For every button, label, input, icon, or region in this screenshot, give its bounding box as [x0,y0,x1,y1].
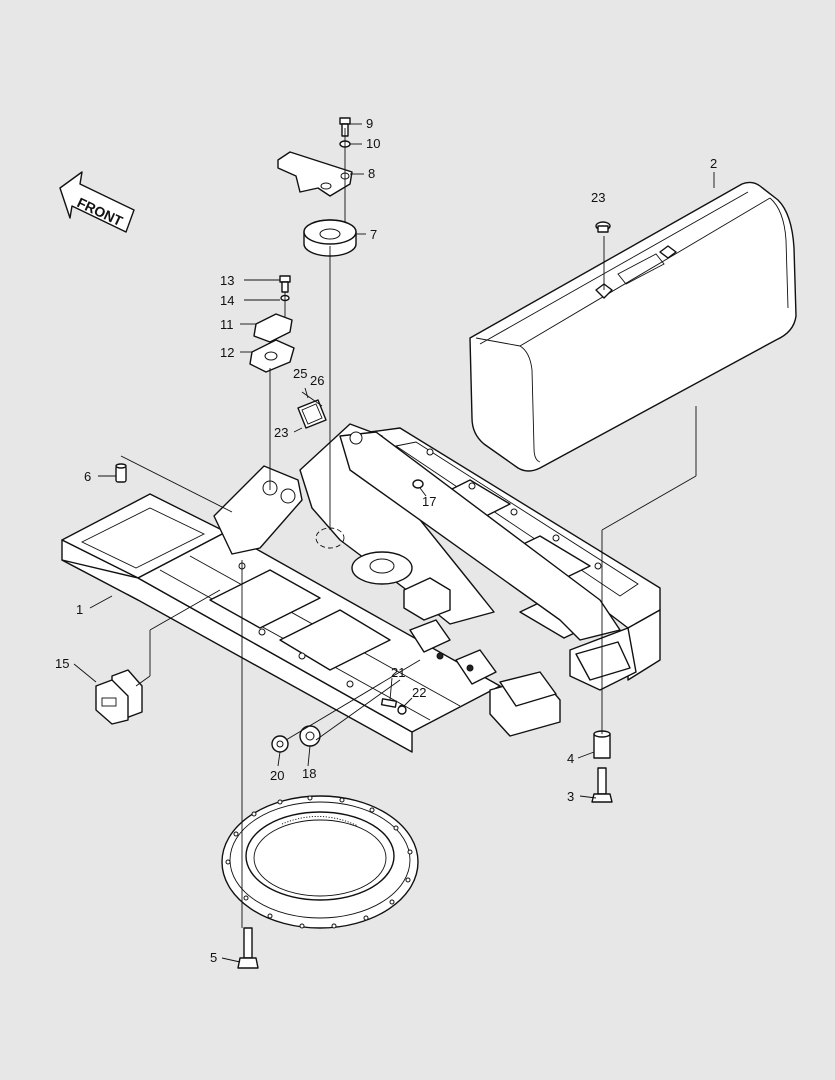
main-frame [61,423,661,753]
bushing-20 [271,735,289,753]
assembly-lines [120,128,697,928]
callout-4: 4 [567,751,574,766]
callout-3: 3 [567,789,574,804]
callout-12: 12 [220,345,234,360]
callout-11: 11 [220,317,234,332]
callout-14: 14 [220,293,234,308]
callout-leaders [73,123,715,963]
callout-24: 23 [274,425,288,440]
callout-labels: 9 10 8 7 2 23 13 14 11 12 25 26 23 6 17 … [55,116,717,965]
callout-18: 18 [302,766,316,781]
bracket-24 [297,399,327,429]
bolt-13 [279,275,291,293]
plate-8 [277,151,353,197]
callout-20: 20 [270,768,284,783]
callout-7: 7 [370,227,377,242]
callout-23: 23 [591,190,605,205]
callout-15: 15 [55,656,69,671]
bolt-3 [591,767,613,803]
callout-10: 10 [366,136,380,151]
callout-1: 1 [76,602,83,617]
cap-23 [595,221,611,233]
front-arrow-icon: FRONT [59,171,135,233]
callout-5: 5 [210,950,217,965]
callout-22: 22 [412,685,426,700]
callout-13: 13 [220,273,234,288]
nut-22 [397,705,407,715]
bushing-18 [299,725,321,747]
callout-25: 25 [293,366,307,381]
callout-21: 21 [391,665,405,680]
swing-bearing [221,795,419,929]
pin-6 [115,463,127,483]
sleeve-4 [593,730,611,759]
counterweight [469,181,797,472]
bolt-21 [380,698,398,708]
bearing-bolt-holes [225,795,413,929]
mount-15 [95,669,143,725]
spacer-7 [303,219,357,257]
cover-11 [253,313,293,343]
callout-8: 8 [368,166,375,181]
callout-6: 6 [84,469,91,484]
bolt-5 [237,927,259,969]
callout-2: 2 [710,156,717,171]
callout-26: 26 [310,373,324,388]
callout-9: 9 [366,116,373,131]
callout-17: 17 [422,494,436,509]
